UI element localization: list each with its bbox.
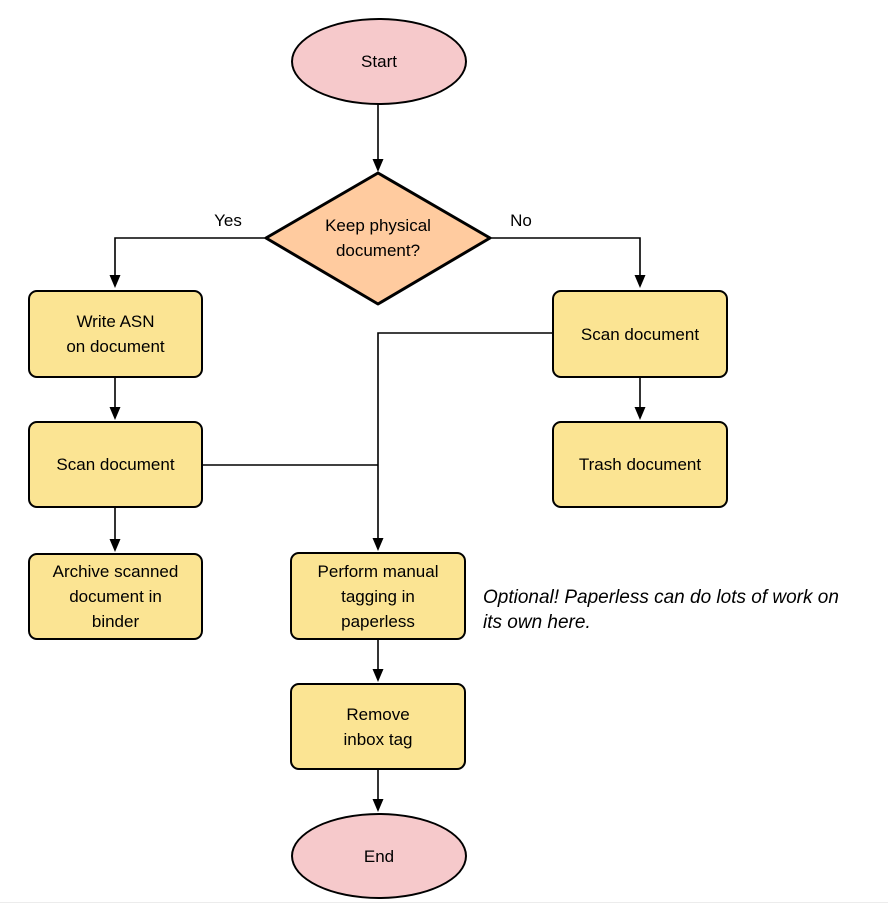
node-scan-document-left: Scan document bbox=[28, 421, 203, 508]
edge-label-yes: Yes bbox=[214, 211, 242, 230]
node-write-asn: Write ASN on document bbox=[28, 290, 203, 378]
node-write-asn-label: Write ASN on document bbox=[66, 312, 165, 356]
node-remove-inbox-tag: Remove inbox tag bbox=[290, 683, 466, 770]
node-trash-document: Trash document bbox=[552, 421, 728, 508]
annotation-optional-note: Optional! Paperless can do lots of work … bbox=[483, 587, 839, 633]
edge-label-no: No bbox=[510, 211, 532, 230]
node-archive-document: Archive scanned document in binder bbox=[28, 553, 203, 640]
node-start: Start bbox=[291, 18, 467, 105]
node-scan-document-right-label: Scan document bbox=[580, 324, 700, 344]
node-scan-document-right: Scan document bbox=[552, 290, 728, 378]
edge-decision-no-to-scan-right bbox=[490, 237, 646, 288]
node-remove-inbox-tag-label: Remove inbox tag bbox=[343, 704, 413, 749]
node-end-label: End bbox=[363, 846, 395, 866]
decision-diamond-shape bbox=[264, 171, 492, 306]
node-archive-document-label: Archive scanned document in binder bbox=[52, 562, 179, 631]
node-end: End bbox=[291, 813, 467, 899]
node-manual-tagging: Perform manual tagging in paperless bbox=[290, 552, 466, 640]
node-decision-label: Keep physical document? bbox=[325, 216, 431, 260]
edge-decision-yes-to-write-asn bbox=[109, 237, 266, 288]
node-start-label: Start bbox=[361, 52, 397, 71]
bottom-divider bbox=[0, 902, 888, 903]
edge-scan-right-to-tagging bbox=[372, 332, 552, 551]
node-decision: Keep physical document? bbox=[280, 186, 476, 290]
node-scan-document-left-label: Scan document bbox=[56, 455, 175, 474]
node-manual-tagging-label: Perform manual tagging in paperless bbox=[317, 561, 439, 631]
node-trash-document-label: Trash document bbox=[578, 455, 702, 474]
